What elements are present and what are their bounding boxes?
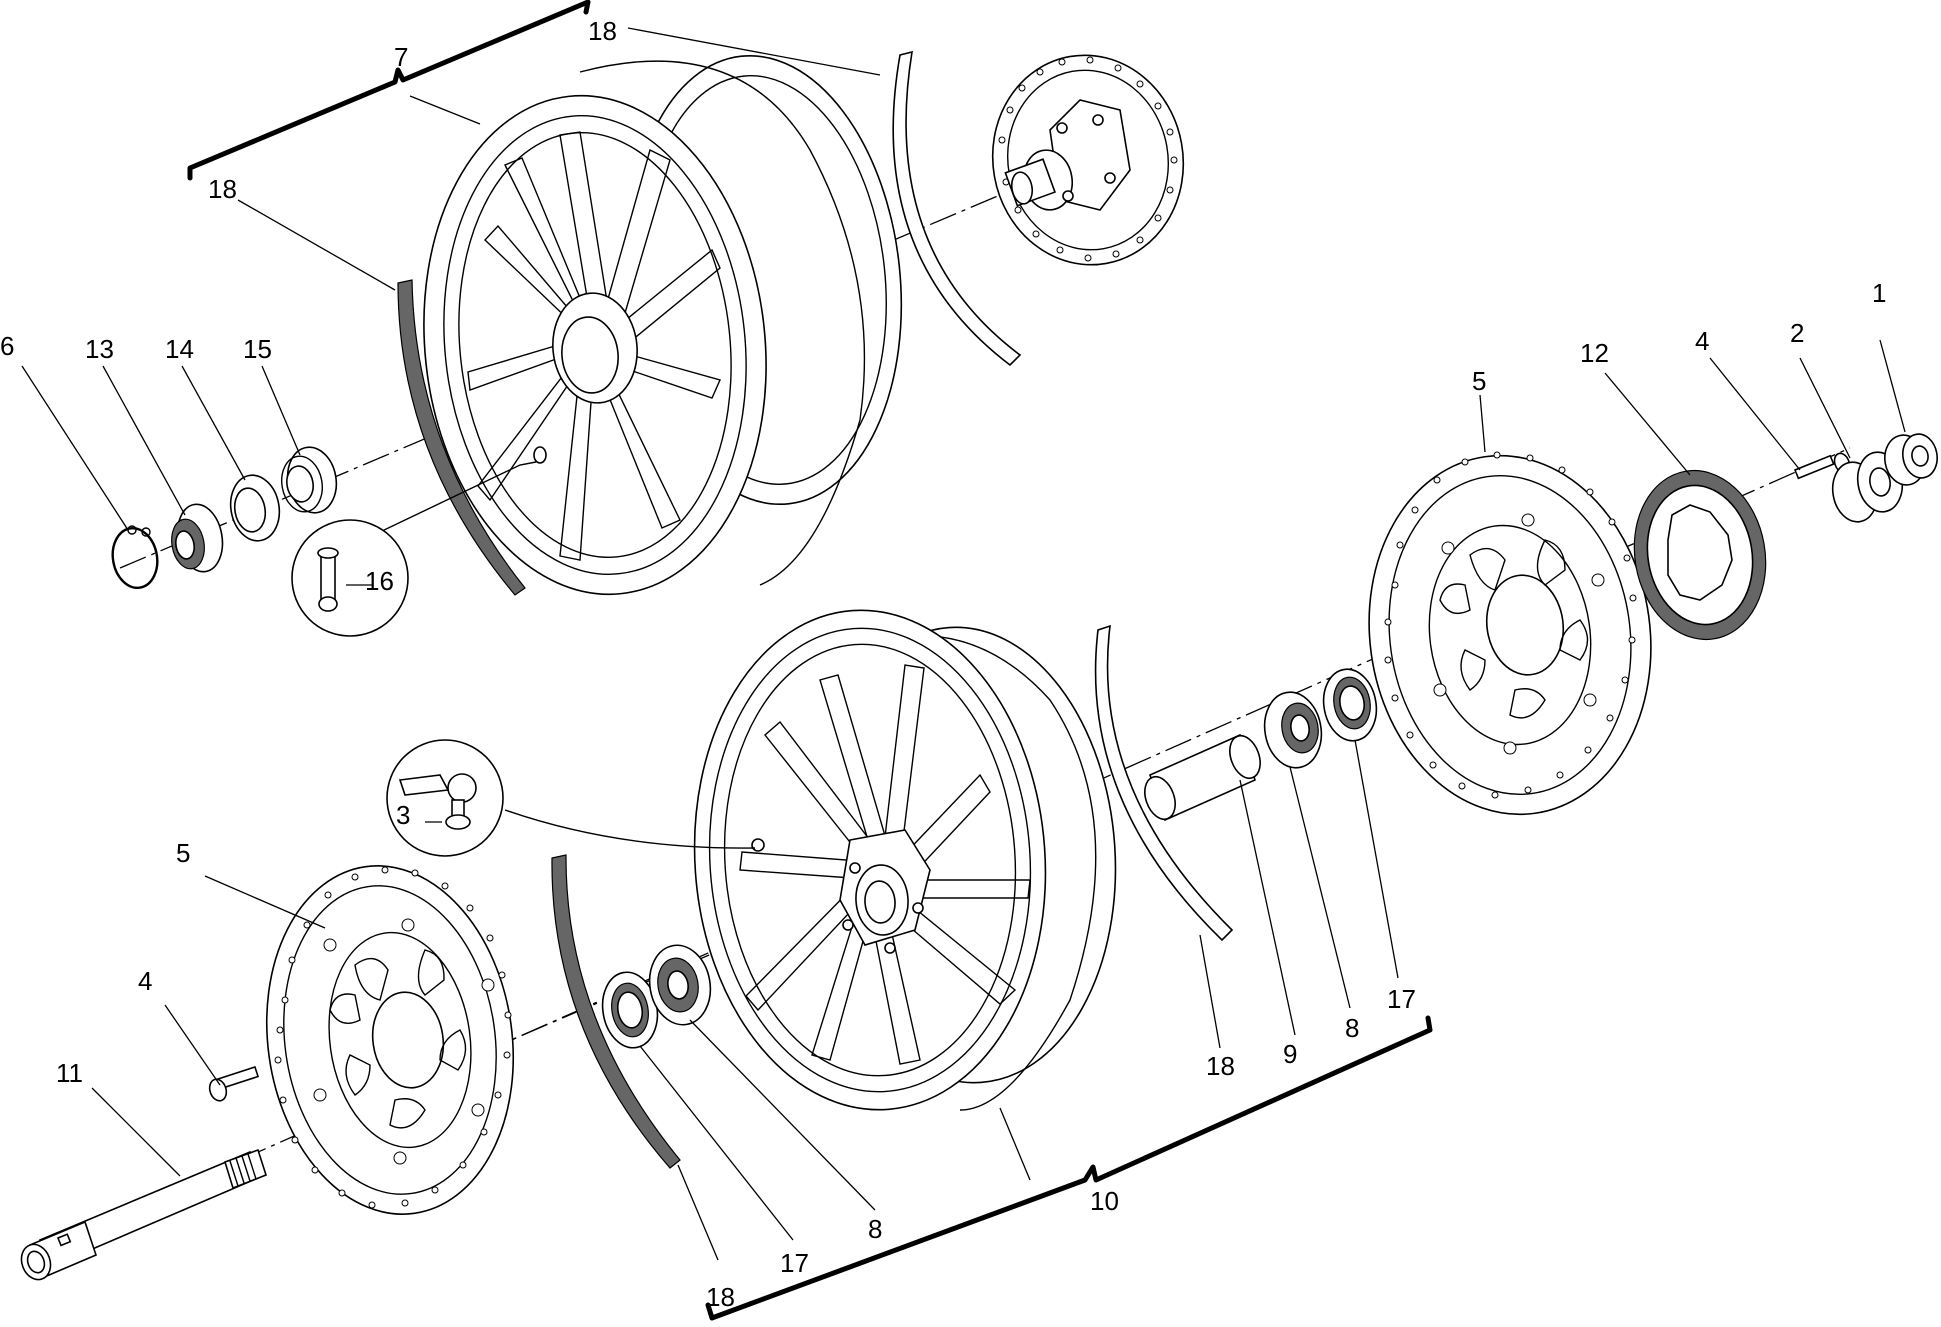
callout-18-front-strip: 18: [1206, 1051, 1235, 1081]
circlip-6: [111, 525, 159, 589]
front-wheel-spokes: [739, 664, 1031, 1065]
callout-14: 14: [165, 334, 194, 364]
disc-rim-holes-left: [274, 866, 512, 1209]
rear-wheel-spokes: [467, 131, 721, 561]
disc-rim-holes-right: [1384, 451, 1637, 799]
callout-8-left: 8: [868, 1214, 882, 1244]
seal-17-right: [1322, 668, 1378, 742]
callout-4-right: 4: [1695, 326, 1709, 356]
callout-18-front-tape: 18: [706, 1282, 735, 1312]
bracket-front-wheel: [705, 1015, 1433, 1321]
valve-detail-16: [291, 461, 537, 637]
callout-5-left: 5: [176, 838, 190, 868]
bearing-15: [281, 446, 338, 514]
rear-rim-tape: [397, 279, 526, 596]
seal-17-left: [601, 971, 659, 1049]
front-wheel: [693, 609, 1117, 1111]
valve-detail-3: [386, 739, 756, 857]
seal-14: [229, 474, 281, 542]
callout-2: 2: [1790, 318, 1804, 348]
callout-16: 16: [365, 566, 394, 596]
tone-wheel-12: [1633, 469, 1767, 641]
callout-15: 15: [243, 334, 272, 364]
callout-5-right: 5: [1472, 366, 1486, 396]
callout-4-left: 4: [138, 966, 152, 996]
callout-17-right: 17: [1387, 984, 1416, 1014]
callout-3: 3: [396, 800, 410, 830]
callout-1: 1: [1872, 278, 1886, 308]
callout-7: 7: [394, 42, 408, 72]
callout-9: 9: [1283, 1039, 1297, 1069]
front-axle-11: [20, 1148, 267, 1281]
callout-18-rear-strip: 18: [588, 16, 617, 46]
ring-nut-13: [171, 503, 224, 573]
callout-17-left: 17: [780, 1248, 809, 1278]
rear-brake-disc: [991, 54, 1185, 266]
bearing-8-right: [1263, 691, 1323, 769]
rear-tube-strip: [892, 50, 1022, 367]
leader-lines: [21, 27, 1906, 1261]
callout-13: 13: [85, 334, 114, 364]
front-brake-disc-right: [1368, 451, 1652, 816]
bearing-8-left: [648, 944, 712, 1026]
front-tube-strip: [1094, 624, 1234, 942]
spacer-2: [1831, 451, 1904, 523]
callout-10: 10: [1090, 1186, 1119, 1216]
front-brake-disc-left: [265, 865, 515, 1215]
callout-8-right: 8: [1345, 1013, 1359, 1043]
spacer-9: [1144, 733, 1261, 822]
callout-11: 11: [56, 1058, 83, 1088]
bracket-rear-wheel: [187, 0, 591, 181]
bolt-4-left: [208, 1066, 260, 1102]
callout-12: 12: [1580, 338, 1609, 368]
callout-6: 6: [0, 331, 14, 361]
callout-18-rear-tape: 18: [208, 174, 237, 204]
nut-1: [1884, 433, 1938, 486]
callout-labels: 7 18 18 6 13 14 15 16 12 4 2 1 5 3 5 4 1…: [0, 16, 1886, 1312]
front-rim-tape: [551, 854, 681, 1169]
